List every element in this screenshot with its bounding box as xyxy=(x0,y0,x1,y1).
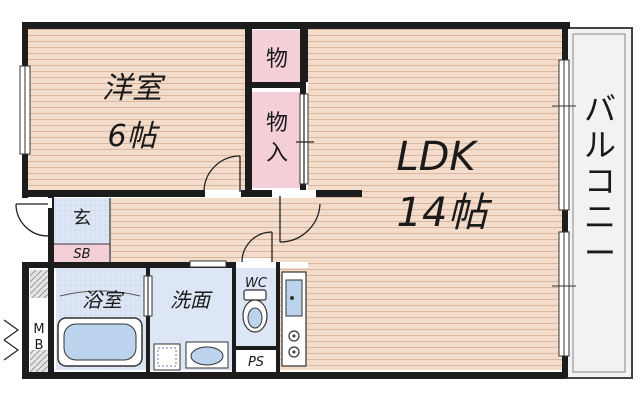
storage-door xyxy=(296,93,314,185)
ps-floor xyxy=(236,350,276,370)
western-room-size: 6帖 xyxy=(107,119,160,154)
ldk-size: 14帖 xyxy=(397,190,493,236)
storage-mid-label: 物入 xyxy=(266,111,288,166)
western-room-door xyxy=(203,155,241,198)
balcony xyxy=(565,27,633,379)
west-window xyxy=(19,65,31,155)
sink-vanity xyxy=(185,341,229,369)
washroom-window xyxy=(189,260,227,268)
storage-top-floor xyxy=(252,30,302,82)
entrance-floor xyxy=(54,198,110,244)
ldk-name: LDK xyxy=(396,134,478,180)
meter-box-hatch xyxy=(30,270,48,298)
bathtub xyxy=(57,317,143,367)
pipe-space-label: PS xyxy=(248,355,264,370)
storage-mid-floor xyxy=(252,92,300,188)
balcony-window-lower xyxy=(552,231,576,357)
kitchen-counter xyxy=(281,271,307,367)
shoebox-floor xyxy=(54,244,110,262)
meter-box-hatch-lower xyxy=(30,350,48,372)
bath-label: 浴室 xyxy=(82,288,125,312)
entrance-door xyxy=(15,198,52,237)
balcony-window-upper xyxy=(552,59,576,211)
entrance-label: 玄 xyxy=(73,208,91,229)
storage-top-label: 物 xyxy=(266,47,288,72)
western-room-name: 洋室 xyxy=(102,71,166,106)
washroom-label: 洗面 xyxy=(170,288,213,312)
hall-floor xyxy=(110,198,308,262)
ldk-door xyxy=(272,190,321,243)
meter-box-door xyxy=(3,319,20,361)
toilet-fixture xyxy=(242,289,268,333)
shoebox-label: SB xyxy=(73,247,90,262)
western-room-floor xyxy=(26,28,248,194)
toilet-door xyxy=(240,231,273,268)
toilet-label: WC xyxy=(245,276,268,291)
step-line xyxy=(54,198,111,262)
balcony-label: バルコニー xyxy=(584,90,616,272)
bath-step xyxy=(59,290,141,297)
washing-machine xyxy=(153,343,181,371)
bath-door xyxy=(143,275,153,317)
ldk-floor xyxy=(308,28,566,370)
